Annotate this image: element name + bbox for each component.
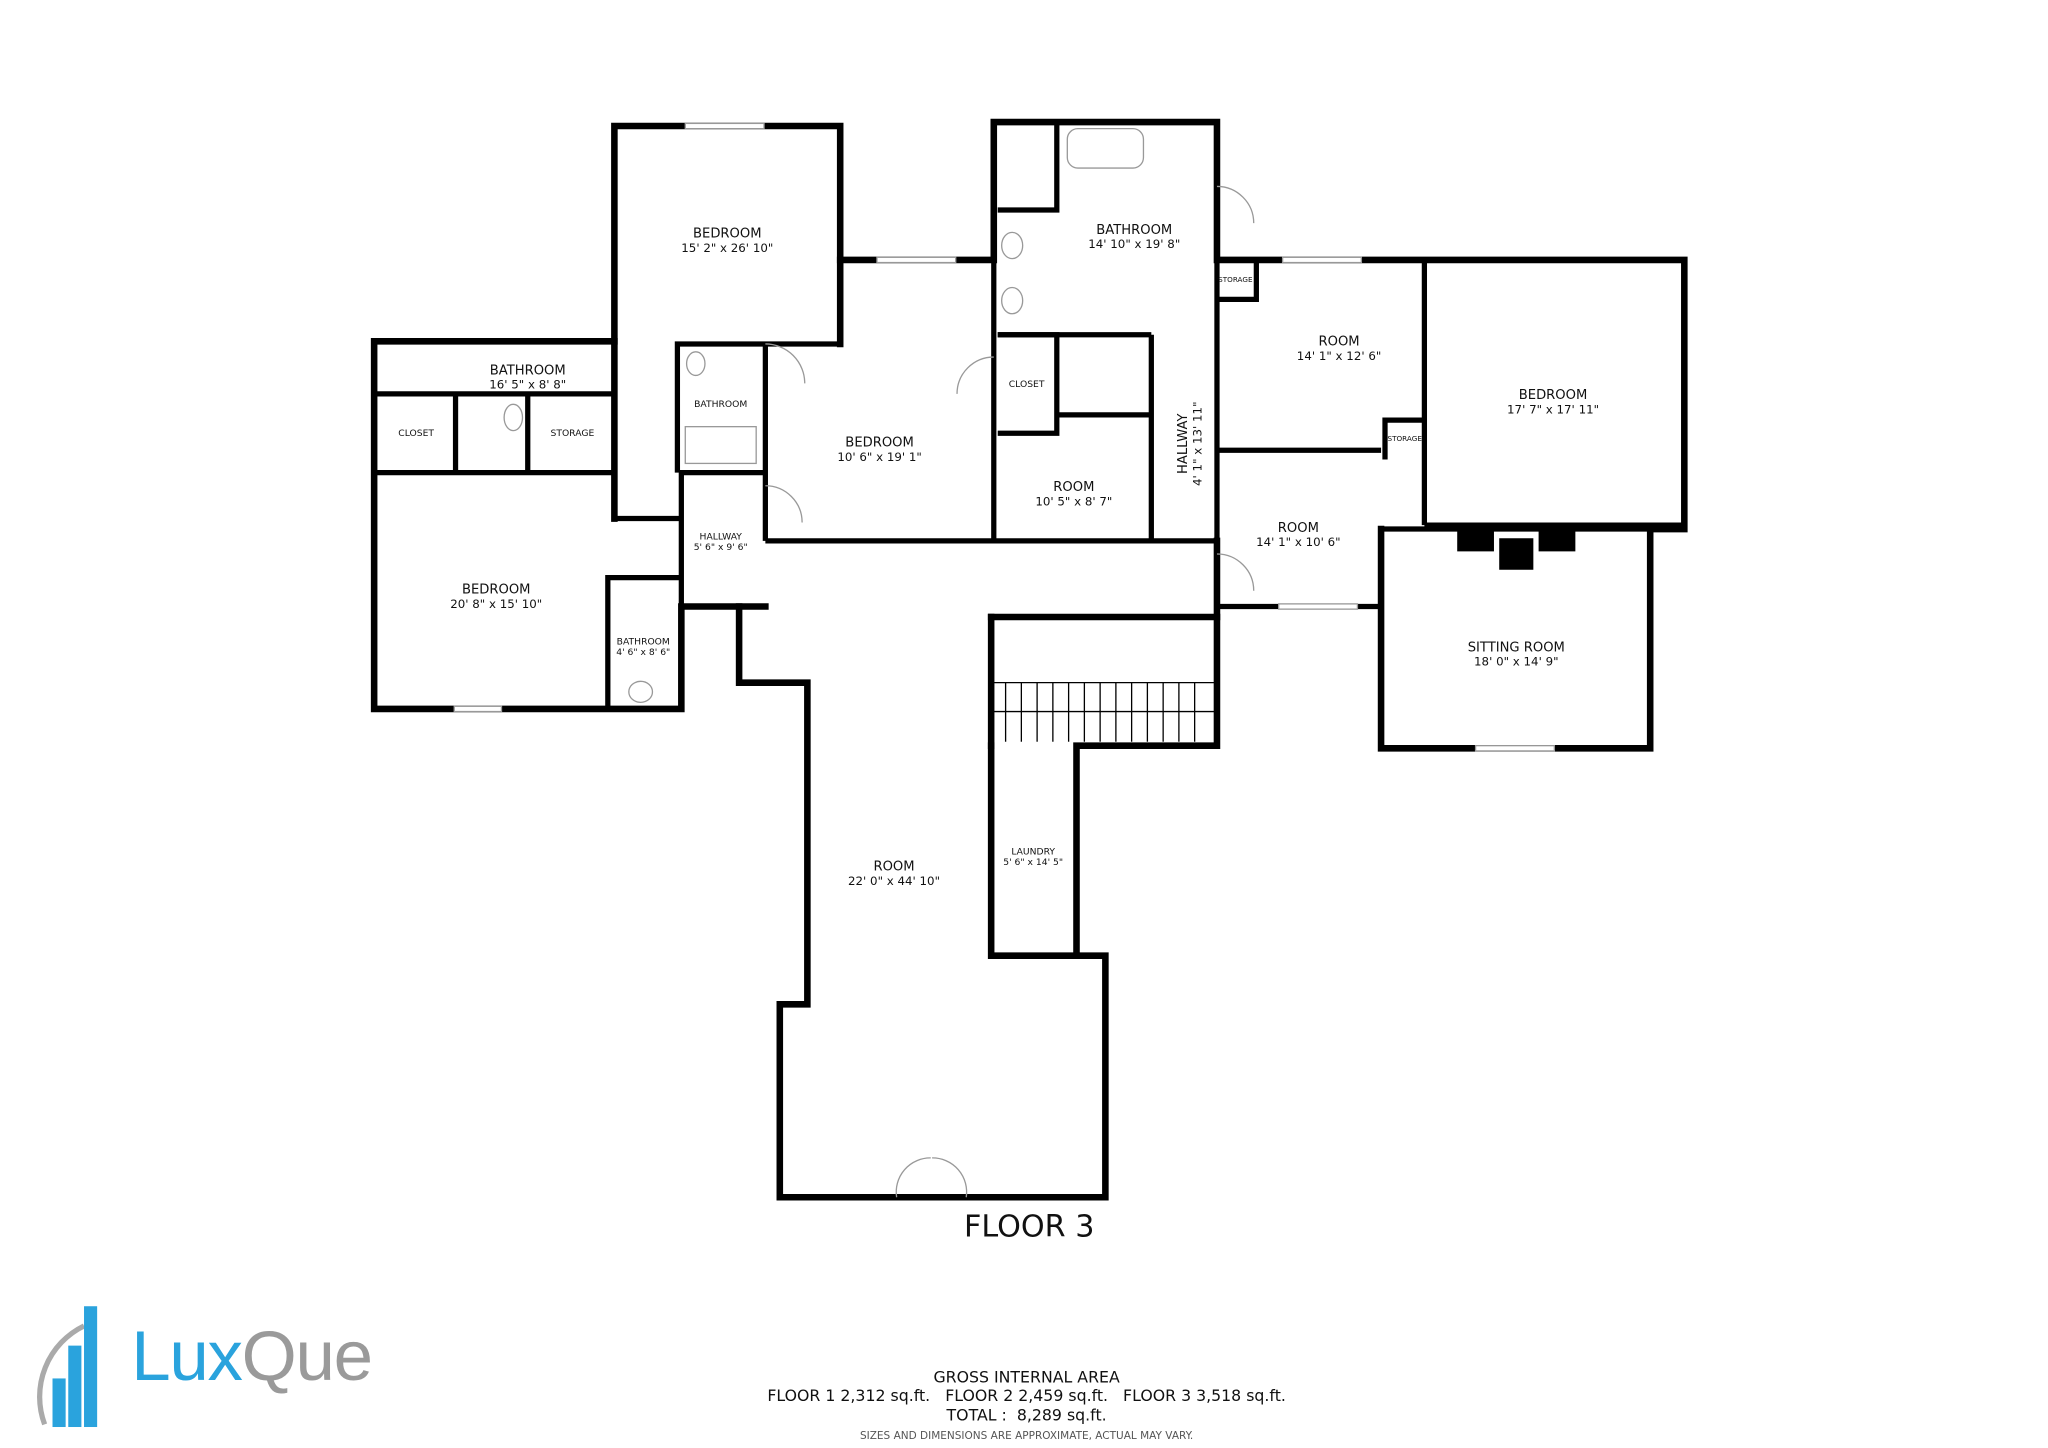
luxque-logo: LuxQue xyxy=(32,1300,373,1431)
floor-title: FLOOR 3 xyxy=(964,1210,1095,1245)
room-label: CLOSET xyxy=(398,427,435,439)
fireplace xyxy=(1457,525,1576,570)
area-total: TOTAL : 8,289 sq.ft. xyxy=(946,1405,1107,1425)
area-summary: GROSS INTERNAL AREA FLOOR 1 2,312 sq.ft.… xyxy=(767,1368,1286,1443)
area-title: GROSS INTERNAL AREA xyxy=(933,1367,1120,1387)
interior-walls xyxy=(374,122,1685,709)
logo-text-que: Que xyxy=(241,1316,373,1396)
room-label: STORAGE xyxy=(1218,276,1253,285)
logo-text-lux: Lux xyxy=(131,1316,243,1396)
room-label: STORAGE xyxy=(1387,435,1422,444)
disclaimer: SIZES AND DIMENSIONS ARE APPROXIMATE, AC… xyxy=(859,1429,1194,1442)
room-label: STORAGE xyxy=(550,427,595,439)
doors-and-fixtures xyxy=(453,122,1556,1198)
building-icon xyxy=(37,1306,98,1428)
stairs xyxy=(993,681,1215,742)
area-floors: FLOOR 1 2,312 sq.ft. FLOOR 2 2,459 sq.ft… xyxy=(767,1386,1286,1406)
room-label: CLOSET xyxy=(1008,379,1045,390)
room-label: BATHROOM xyxy=(694,399,748,410)
